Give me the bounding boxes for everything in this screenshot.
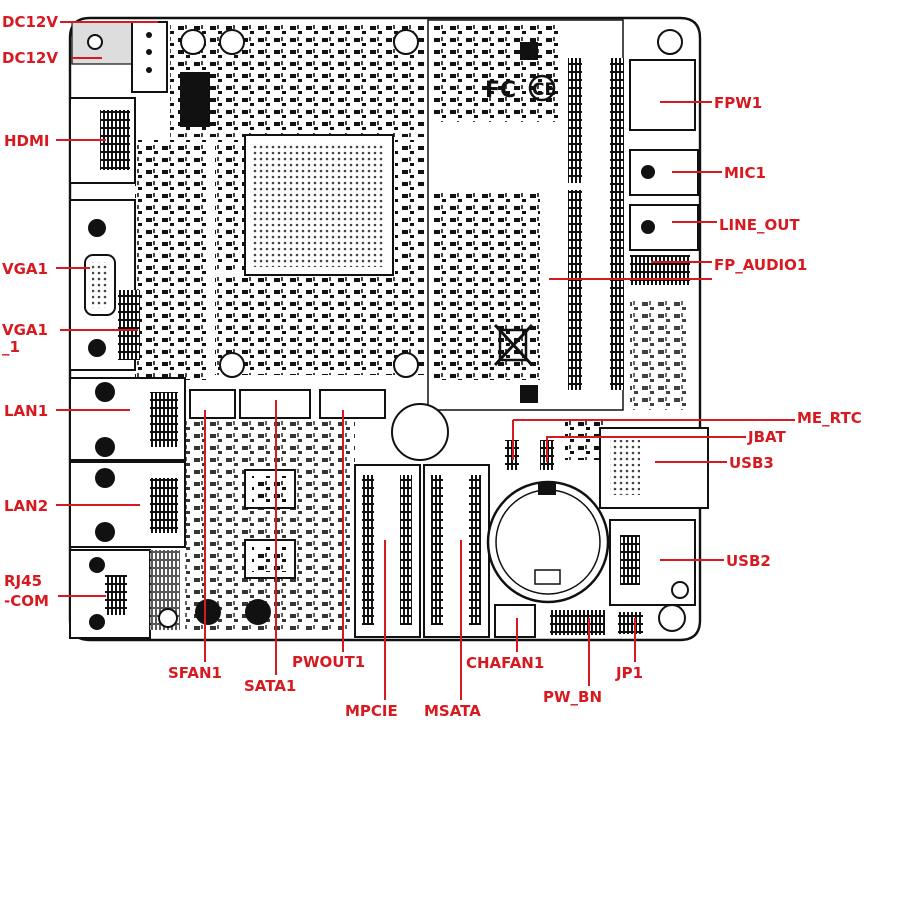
- label-usb2: USB2: [726, 552, 771, 570]
- label-dc12v-bottom: DC12V: [2, 49, 58, 67]
- leader-jbat: [546, 436, 746, 462]
- label-rj45: RJ45: [4, 572, 42, 590]
- rtc-battery-shape: [486, 480, 610, 604]
- label-me-rtc: ME_RTC: [797, 409, 862, 427]
- label-fpw1: FPW1: [714, 94, 762, 112]
- label-vga1-1-suffix: _1: [2, 338, 20, 356]
- label-vga1: VGA1: [2, 260, 48, 278]
- label-com: -COM: [4, 592, 49, 610]
- label-hdmi: HDMI: [4, 132, 50, 150]
- fpw1-connector-shape: [629, 59, 696, 131]
- label-fp-audio1: FP_AUDIO1: [714, 256, 807, 274]
- label-dc12v-top: DC12V: [2, 13, 58, 31]
- ce-logo: CE: [532, 80, 556, 100]
- label-jp1: JP1: [615, 664, 643, 682]
- label-sata1: SATA1: [244, 677, 296, 695]
- label-line-out: LINE_OUT: [719, 216, 800, 234]
- label-lan1: LAN1: [4, 402, 48, 420]
- label-pw-bn: PW_BN: [543, 688, 602, 706]
- label-mpcie: MPCIE: [345, 702, 398, 720]
- leader-lines: [56, 21, 795, 700]
- fc-logo: FC: [485, 78, 516, 103]
- label-lan2: LAN2: [4, 497, 48, 515]
- label-usb3: USB3: [729, 454, 774, 472]
- line-out-jack-shape: [629, 204, 699, 251]
- board: FC CE: [68, 16, 709, 642]
- label-mic1: MIC1: [724, 164, 766, 182]
- label-vga1-1: VGA1: [2, 321, 48, 339]
- label-chafan1: CHAFAN1: [466, 654, 544, 672]
- label-jbat: JBAT: [747, 428, 786, 446]
- weee-bin-icon: [493, 323, 534, 367]
- label-msata: MSATA: [424, 702, 481, 720]
- ce-logo-ring: [528, 74, 556, 102]
- label-pwout1: PWOUT1: [292, 653, 365, 671]
- label-sfan1: SFAN1: [168, 664, 222, 682]
- callout-labels: DC12V DC12V HDMI VGA1 VGA1 _1 LAN1 LAN2 …: [2, 13, 862, 720]
